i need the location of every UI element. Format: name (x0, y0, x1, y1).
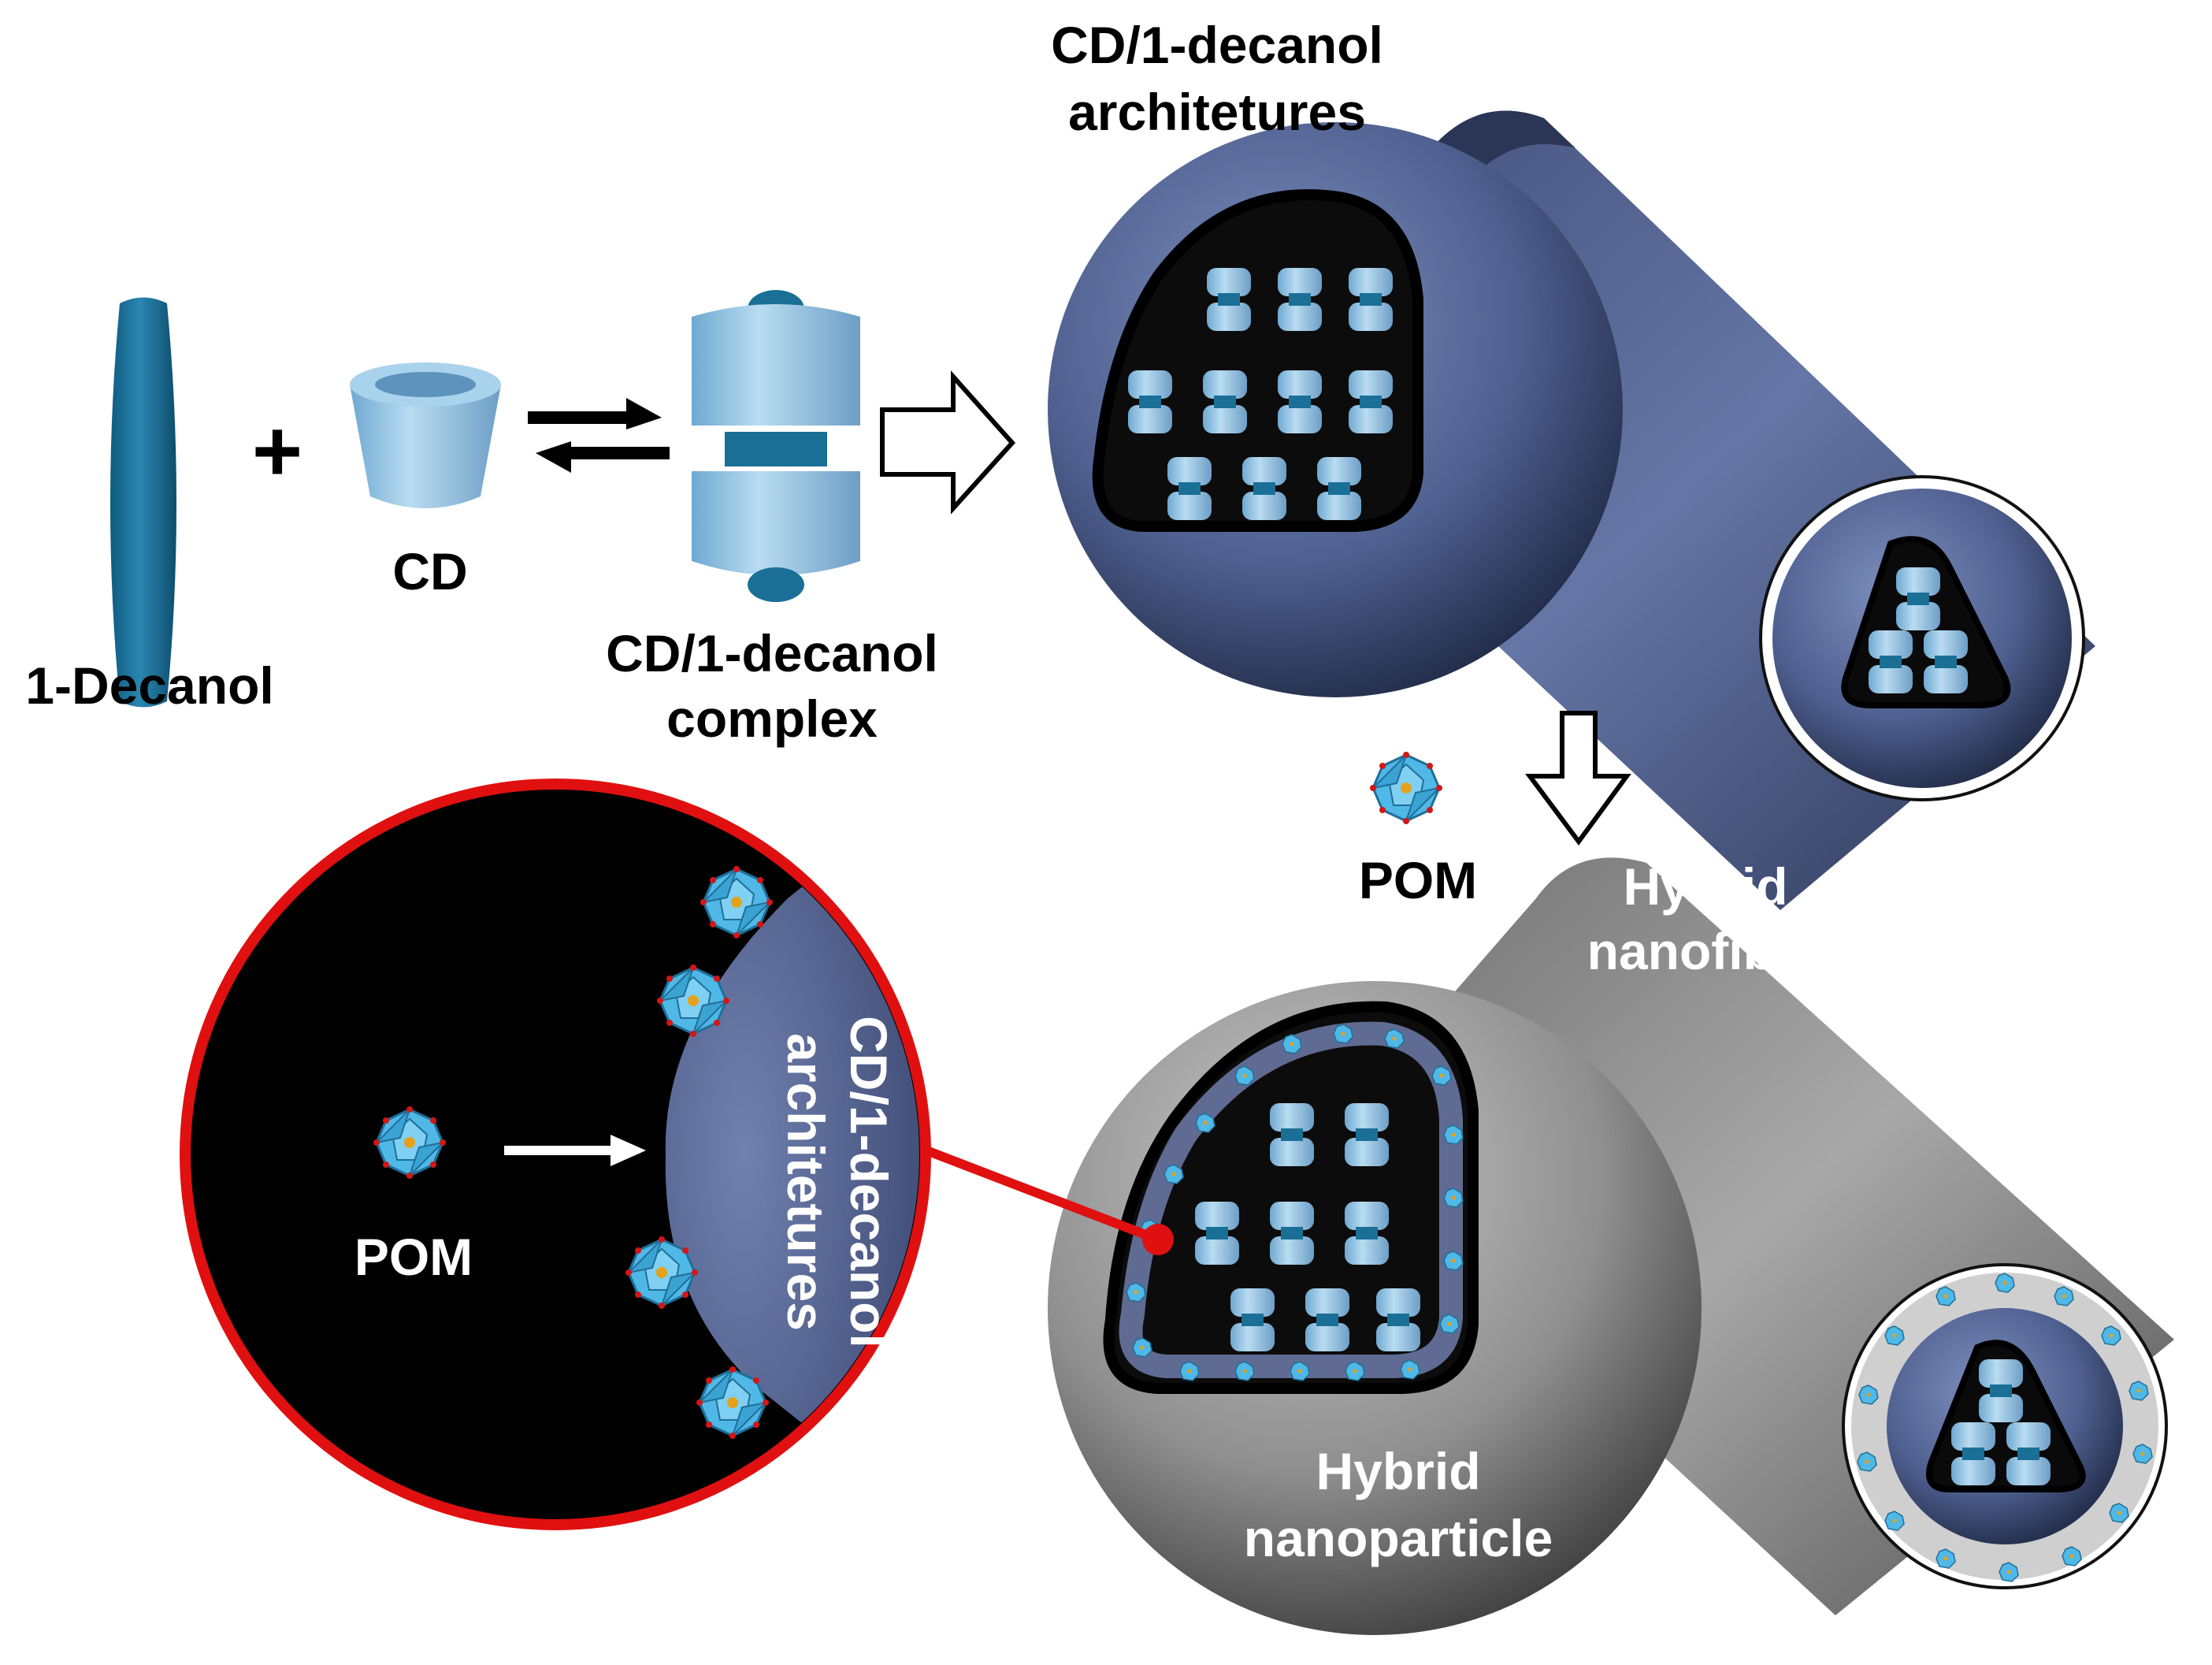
complex-label-line2: complex (666, 689, 878, 748)
plus-sign: + (252, 403, 302, 500)
complex-label-line1: CD/1-decanol (606, 624, 938, 682)
cyclodextrin-cup (350, 362, 501, 508)
navy-tube-endcap (1759, 475, 2085, 801)
hybrid-particle-label-line2: nanoparticle (1244, 1509, 1553, 1567)
inset-architecture-label-line2: architetures (777, 1033, 835, 1331)
decanol-label: 1-Decanol (25, 656, 273, 715)
hybrid-fiber-label-line1: Hybrid (1623, 857, 1787, 916)
hollow-arrow-right (880, 370, 1016, 515)
hollow-arrow-down (1525, 711, 1631, 846)
navy-nanoparticle (1048, 122, 1623, 697)
pom-small-icon (1368, 750, 1444, 826)
inset-pom-label: POM (354, 1228, 473, 1286)
equilibrium-arrows (528, 398, 670, 473)
decanol-rod (110, 297, 176, 708)
inset-approach-arrow (504, 1135, 646, 1166)
cd-decanol-complex (692, 290, 860, 602)
gray-tube-endcap (1842, 1263, 2168, 1589)
architecture-top-label-line1: CD/1-decanol (1051, 16, 1383, 74)
inset-architecture-label-line1: CD/1-decanol (840, 1016, 898, 1348)
cd-label: CD (392, 542, 467, 600)
zoom-connector-line (904, 1138, 1174, 1255)
hybrid-particle-label-line1: Hybrid (1316, 1442, 1480, 1500)
architecture-top-label-line2: architetures (1068, 83, 1366, 141)
hybrid-fiber-label-line2: nanofiber (1587, 922, 1824, 980)
pom-small-label: POM (1359, 851, 1477, 909)
inset-architecture-surface (665, 790, 919, 1518)
